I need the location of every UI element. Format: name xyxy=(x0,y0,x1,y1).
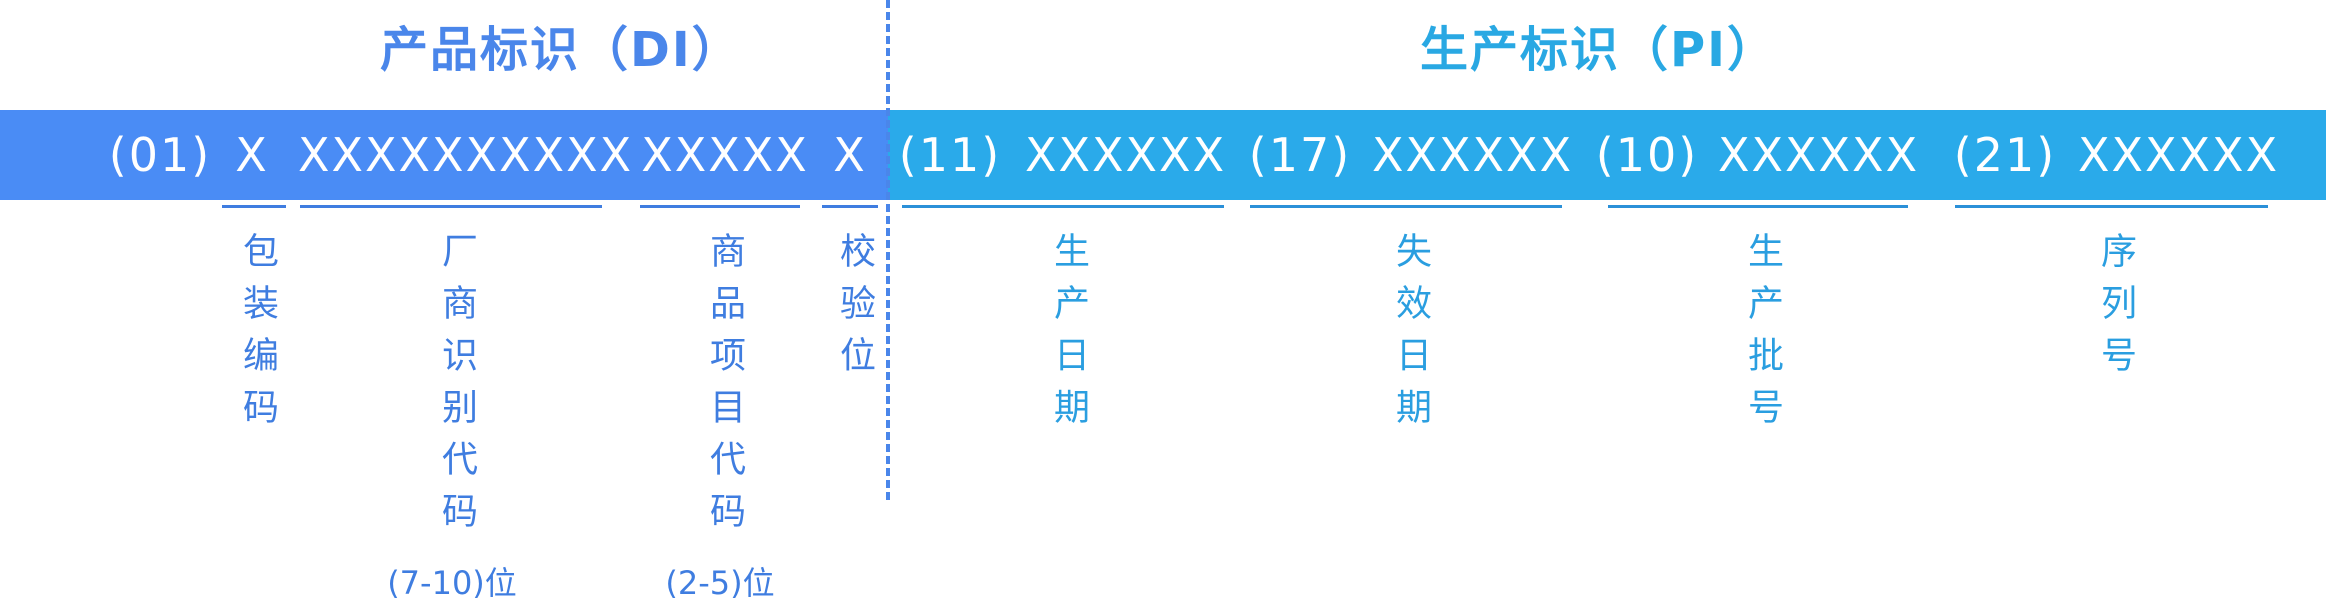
pi-serial-value: XXXXXX xyxy=(2078,128,2280,182)
di-item-reference: XXXXX xyxy=(641,128,809,182)
pi-ai-10: (10) xyxy=(1595,128,1699,182)
label-company-prefix: 厂商识别代码 xyxy=(436,232,477,544)
underline-batch xyxy=(1608,205,1908,208)
company-prefix-length: (7-10)位 xyxy=(387,564,517,602)
pi-production-date-value: XXXXXX xyxy=(1025,128,1227,182)
label-batch-number: 生产批号 xyxy=(1742,232,1783,440)
pi-batch-value: XXXXXX xyxy=(1718,128,1920,182)
pi-title: 生产标识（PI） xyxy=(1420,22,1778,78)
di-company-prefix: XXXXXXXXXX xyxy=(298,128,634,182)
underline-production-date xyxy=(902,205,1224,208)
di-ai-01: (01) xyxy=(108,128,212,182)
label-production-date: 生产日期 xyxy=(1048,232,1089,440)
item-reference-length: (2-5)位 xyxy=(665,564,775,602)
pi-expiry-date-value: XXXXXX xyxy=(1372,128,1574,182)
pi-ai-21: (21) xyxy=(1953,128,2057,182)
pi-ai-11: (11) xyxy=(898,128,1002,182)
di-band xyxy=(0,110,888,200)
underline-serial xyxy=(1955,205,2268,208)
label-check-digit: 校验位 xyxy=(834,232,875,388)
di-check-digit: X xyxy=(833,128,867,182)
underline-item-reference xyxy=(640,205,800,208)
di-pi-divider xyxy=(886,0,890,500)
underline-check-digit xyxy=(822,205,878,208)
underline-company-prefix xyxy=(300,205,602,208)
underline-expiry-date xyxy=(1250,205,1562,208)
pi-band xyxy=(888,110,2326,200)
label-expiry-date: 失效日期 xyxy=(1390,232,1431,440)
pi-ai-17: (17) xyxy=(1248,128,1352,182)
di-packaging-digit: X xyxy=(235,128,269,182)
label-packaging-code: 包装编码 xyxy=(237,232,278,440)
label-item-reference: 商品项目代码 xyxy=(704,232,745,544)
label-serial-number: 序列号 xyxy=(2095,232,2136,388)
underline-packaging xyxy=(222,205,286,208)
di-title: 产品标识（DI） xyxy=(380,22,742,78)
